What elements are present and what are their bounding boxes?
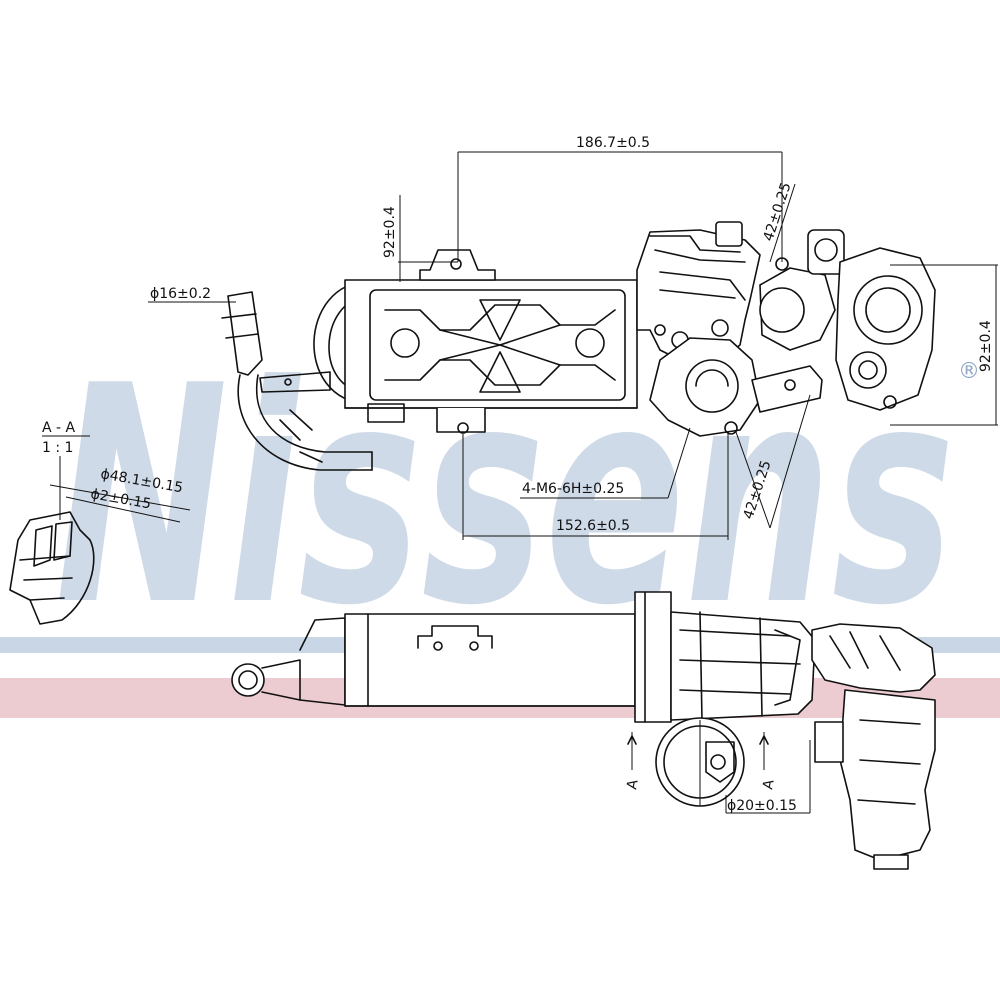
egr-valve-assembly [636,221,936,437]
side-cooler-tube [344,613,636,707]
section-scale: 1 : 1 [42,440,73,456]
thread-callout-label: 4-M6-6H±0.25 [522,481,624,497]
dimension-height-left: 92±0.4 [382,195,458,282]
top-bracket [419,249,496,281]
side-view: A A ϕ20±0.15 [231,591,936,870]
section-marker-right: A [759,732,778,791]
bottom-bracket [436,408,486,433]
dimension-angle-top: 42±0.25 [761,181,796,263]
sensor-diameter-callout: ϕ20±0.15 [725,740,811,814]
dimension-height-left-label: 92±0.4 [382,206,398,258]
sensor-diameter-label: ϕ20±0.15 [727,798,797,814]
dimension-width-top: 186.7±0.5 [457,135,783,262]
dimension-width-bottom: 152.6±0.5 [462,434,729,540]
section-label: A - A [42,420,76,436]
inlet-pipe [221,291,373,471]
side-bracket [417,625,493,649]
thread-callout: 4-M6-6H±0.25 [520,427,691,499]
svg-text:A: A [760,778,777,791]
watermark-registered-mark: ® [958,359,980,384]
dimension-height-right-label: 92±0.4 [978,320,994,372]
dimension-width-bottom-label: 152.6±0.5 [556,518,630,534]
pipe-diameter-callout: ϕ16±0.2 [148,286,236,303]
section-marker-left: A [624,732,642,791]
plate-pattern [384,299,616,393]
svg-text:A: A [624,778,641,791]
side-outlet-nipple [231,663,265,697]
pipe-diameter-label: ϕ16±0.2 [150,286,211,302]
dimension-angle-top-label: 42±0.25 [761,181,795,244]
dimension-width-top-label: 186.7±0.5 [576,135,650,151]
dimension-height-right: 92±0.4 [890,264,998,426]
